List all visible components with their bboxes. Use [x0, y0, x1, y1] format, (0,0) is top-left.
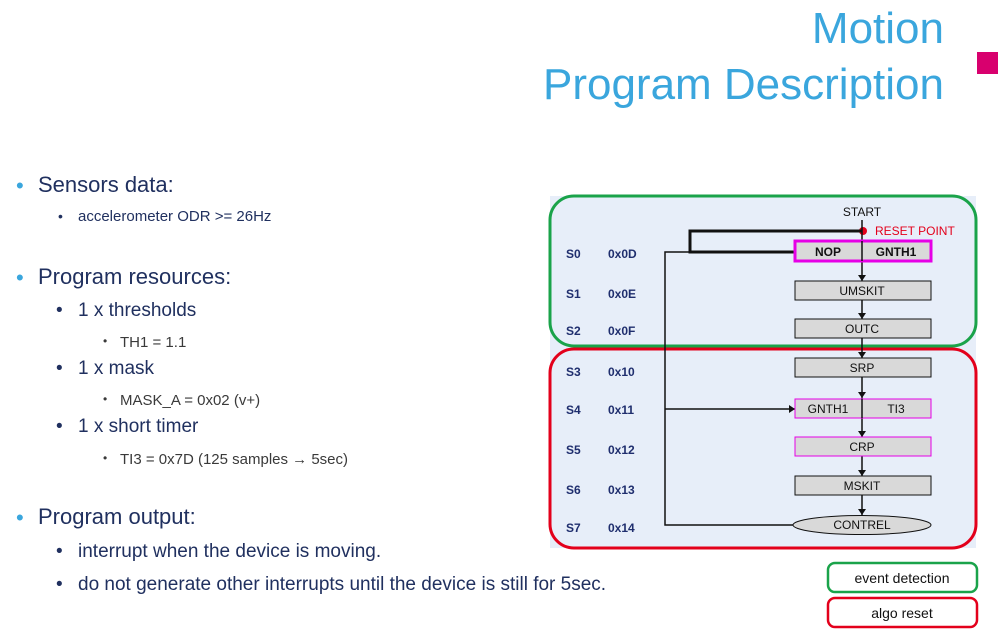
bullet-text: MASK_A = 0x02 (v+)	[120, 392, 261, 409]
bullet-dot: •	[56, 541, 63, 562]
s2-outc: OUTC	[845, 322, 879, 336]
return-line	[664, 251, 795, 526]
bullet-odr: • accelerometer ODR >= 26Hz	[58, 208, 272, 225]
s1-umskit: UMSKIT	[839, 284, 885, 298]
arrowhead	[858, 352, 866, 358]
state-addr: 0x13	[608, 483, 635, 497]
title-line-2: Program Description	[542, 60, 944, 109]
state-label: S1	[566, 287, 581, 301]
state-label: S2	[566, 324, 581, 338]
s0-instruction-box	[793, 239, 933, 263]
state-label: S6	[566, 483, 581, 497]
arrowhead	[858, 275, 866, 281]
state-addr: 0x12	[608, 443, 635, 457]
s2-instruction-box	[794, 318, 932, 339]
bullet-ti3: • TI3 = 0x7D (125 samples → 5sec)	[103, 451, 349, 468]
state-label: S4	[566, 403, 581, 417]
reset-point-label: RESET POINT	[875, 224, 955, 238]
state-label: S0	[566, 247, 581, 261]
s7-contrel-ellipse	[792, 515, 932, 535]
s0-gnth1: GNTH1	[876, 245, 917, 259]
bullet-dot: •	[58, 208, 63, 224]
algo-reset-group	[548, 347, 978, 550]
legend-reset-label: algo reset	[871, 605, 933, 621]
state-label: S5	[566, 443, 581, 457]
state-addr: 0x10	[608, 365, 635, 379]
state-addr: 0x14	[608, 521, 635, 535]
state-addr: 0x0D	[608, 247, 637, 261]
bullet-timer: • 1 x short timer	[56, 416, 199, 438]
bullet-dot: •	[56, 358, 63, 379]
bullet-sensors: • Sensors data:	[16, 172, 174, 198]
s3-instruction-box	[794, 357, 932, 378]
bullet-thresholds: • 1 x thresholds	[56, 300, 197, 322]
legend-event-label: event detection	[855, 570, 950, 586]
bullet-text: TI3 = 0x7D (125 samples → 5sec)	[120, 451, 349, 468]
legend-reset-box	[826, 596, 979, 629]
state-label: S3	[566, 365, 581, 379]
bullet-interrupt: • interrupt when the device is moving.	[56, 541, 382, 563]
bullet-dot: •	[103, 334, 108, 348]
bullet-dot: •	[103, 392, 108, 406]
arrowhead	[858, 509, 866, 515]
bullet-mask: • 1 x mask	[56, 358, 155, 380]
bullet-text: interrupt when the device is moving.	[78, 541, 382, 562]
s5-instruction-box	[794, 436, 932, 457]
bullet-dot: •	[16, 265, 24, 290]
reset-point-marker	[859, 227, 867, 235]
bullet-text: 1 x short timer	[78, 416, 199, 437]
s4-ti3: TI3	[887, 402, 905, 416]
bullet-dot: •	[16, 173, 24, 198]
bullet-dot: •	[56, 300, 63, 321]
s1-instruction-box	[794, 280, 932, 301]
state-addr: 0x0E	[608, 287, 636, 301]
bullet-th1: • TH1 = 1.1	[103, 334, 187, 351]
state-label: S7	[566, 521, 581, 535]
bullet-text: 1 x thresholds	[78, 300, 197, 321]
arrowhead	[858, 392, 866, 398]
bullet-text: accelerometer ODR >= 26Hz	[78, 208, 272, 225]
bullet-dot: •	[56, 574, 63, 595]
arrowhead	[789, 405, 795, 413]
start-label: START	[843, 205, 882, 219]
s0-nop: NOP	[815, 245, 841, 259]
bullet-no-interrupt: • do not generate other interrupts until…	[56, 574, 607, 596]
s6-instruction-box	[794, 475, 932, 496]
arrowhead	[858, 313, 866, 319]
event-detection-group	[548, 194, 978, 348]
s4-gnth1: GNTH1	[808, 402, 849, 416]
s7-contrel: CONTREL	[833, 518, 891, 532]
arrowhead	[858, 431, 866, 437]
bullet-text: Program output:	[38, 504, 196, 529]
bullet-text: Sensors data:	[38, 172, 174, 197]
s3-srp: SRP	[850, 361, 875, 375]
bullet-text: Program resources:	[38, 264, 232, 289]
arrowhead	[858, 470, 866, 476]
bullet-text: do not generate other interrupts until t…	[78, 574, 607, 595]
bullet-dot: •	[16, 505, 24, 530]
s5-crp: CRP	[849, 440, 874, 454]
state-addr: 0x0F	[608, 324, 635, 338]
state-addr: 0x11	[608, 403, 634, 417]
bullet-resources: • Program resources:	[16, 264, 232, 290]
bullet-output: • Program output:	[16, 504, 196, 530]
s6-mskit: MSKIT	[844, 479, 881, 493]
bullet-text: 1 x mask	[78, 358, 155, 379]
bullet-text: TH1 = 1.1	[120, 334, 187, 351]
bullet-dot: •	[103, 451, 108, 465]
title-line-1: Motion	[811, 4, 944, 53]
legend-event-box	[826, 561, 979, 594]
bullet-mask-a: • MASK_A = 0x02 (v+)	[103, 392, 261, 409]
bullet-dot: •	[56, 416, 63, 437]
s4-instruction-box	[794, 398, 932, 419]
accent-square	[977, 52, 998, 74]
